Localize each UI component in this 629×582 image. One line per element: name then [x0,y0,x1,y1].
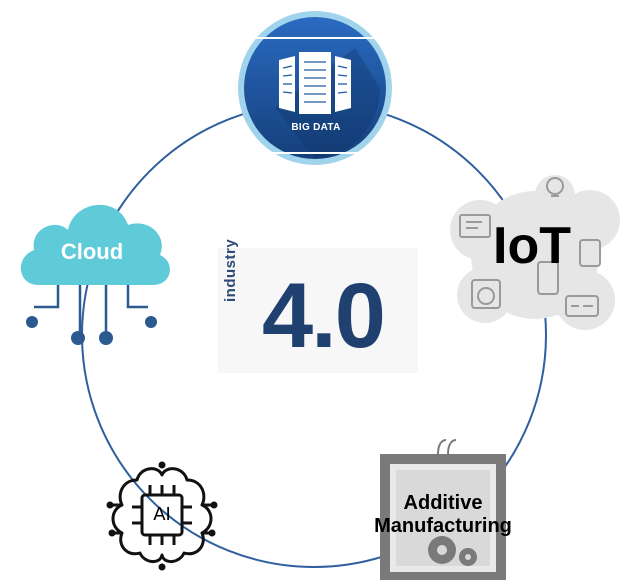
iot-label: IoT [493,217,571,275]
big-data-label: BIG DATA [291,122,341,133]
big-data-icon [238,11,392,165]
industry-label: industry [222,238,239,302]
ai-chip-brain-icon [106,461,218,571]
additive-label: Additive [403,492,483,514]
cloud-network-icon [20,204,170,345]
center-panel [218,248,418,373]
ai-label: AI [153,504,171,525]
connected-devices-icon [450,175,620,330]
3d-printer-icon [380,439,506,580]
cloud-label: Cloud [60,239,124,264]
industry-version: 4.0 [262,265,386,367]
manufacturing-label: Manufacturing [374,515,512,537]
